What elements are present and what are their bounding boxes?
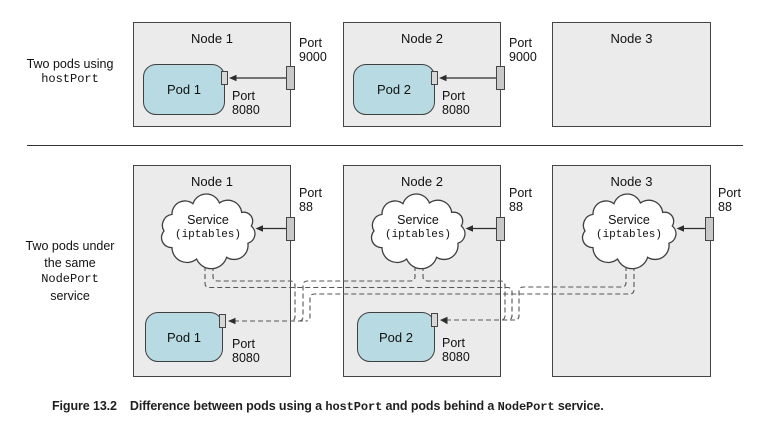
hostport-pod-2: Pod 2	[353, 64, 435, 115]
hostport-pod-2-port-label: Port 8080	[442, 89, 470, 117]
caption-code-nodeport: NodePort	[497, 400, 555, 414]
hostport-pod-2-label: Pod 2	[377, 82, 411, 97]
hostport-node-2-port-label: Port 9000	[509, 36, 537, 64]
nodeport-node-3-title: Node 3	[610, 174, 653, 189]
nodeport-node-1-port-label: Port 88	[299, 186, 322, 214]
service-cloud-2-text: Service (iptables)	[384, 213, 451, 241]
hostport-side-label-text: Two pods using	[26, 57, 114, 71]
hostport-node-2-title: Node 2	[401, 31, 443, 46]
nodeport-node-3-port-icon	[705, 217, 714, 241]
hostport-side-label: Two pods using hostPort	[6, 57, 134, 87]
hostport-pod-1-port-icon	[221, 71, 228, 85]
service-cloud-3-text: Service (iptables)	[595, 213, 662, 241]
nodeport-node-1-port-icon	[286, 217, 295, 241]
nodeport-node-3-port-label: Port 88	[718, 186, 741, 214]
hostport-side-label-code: hostPort	[41, 72, 99, 86]
nodeport-pod-2-port-icon	[431, 313, 438, 327]
nodeport-node-2-port-icon	[496, 217, 505, 241]
nodeport-side-label: Two pods under the same NodePort service	[25, 239, 115, 303]
figure-caption: Figure 13.2 Difference between pods using…	[52, 399, 604, 414]
nodeport-node-2-title: Node 2	[401, 174, 443, 189]
hostport-pod-1-port-label: Port 8080	[232, 89, 260, 117]
hostport-node-3: Node 3	[552, 22, 711, 127]
section-divider	[27, 145, 743, 146]
nodeport-node-3: Node 3	[552, 165, 711, 377]
caption-code-hostport: hostPort	[325, 400, 383, 414]
hostport-node-3-title: Node 3	[610, 31, 653, 46]
nodeport-pod-1: Pod 1	[145, 312, 223, 362]
figure-number: Figure 13.2	[52, 399, 117, 413]
hostport-pod-2-port-icon	[431, 71, 438, 85]
nodeport-pod-2-port-label: Port 8080	[442, 336, 470, 364]
nodeport-pod-1-label: Pod 1	[167, 329, 201, 345]
hostport-pod-1-label: Pod 1	[167, 82, 201, 97]
hostport-node-1-port-label: Port 9000	[299, 36, 327, 64]
caption-text-3: service.	[554, 399, 604, 413]
nodeport-pod-2-label: Pod 2	[379, 329, 413, 345]
caption-text-1: Difference between pods using a	[129, 399, 326, 413]
service-cloud-1-text: Service (iptables)	[174, 213, 241, 241]
hostport-node-1-port-icon	[286, 66, 295, 90]
hostport-node-1-title: Node 1	[191, 31, 233, 46]
nodeport-pod-2: Pod 2	[357, 312, 435, 362]
hostport-pod-1: Pod 1	[143, 64, 225, 115]
nodeport-node-1-title: Node 1	[191, 174, 233, 189]
nodeport-pod-1-port-label: Port 8080	[232, 337, 260, 365]
caption-text-2: and pods behind a	[382, 399, 498, 413]
hostport-node-2-port-icon	[496, 66, 505, 90]
nodeport-node-2-port-label: Port 88	[509, 186, 532, 214]
nodeport-pod-1-port-icon	[219, 314, 226, 328]
